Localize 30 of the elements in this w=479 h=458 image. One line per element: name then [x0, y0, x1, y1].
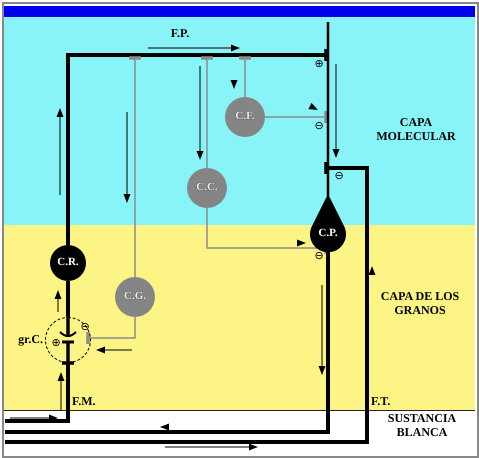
cell-label: C.P.	[317, 227, 339, 239]
synapse-connector	[127, 56, 143, 277]
synapse-connector	[206, 208, 328, 256]
cell-label: C.G.	[123, 290, 147, 302]
synapse-connector	[237, 56, 253, 97]
fiber-label: F.T.	[371, 395, 392, 409]
synapse-connector	[86, 317, 136, 346]
polarity-sign: ⊖	[80, 322, 90, 333]
cell-label: gr.C.	[18, 332, 43, 347]
polarity-sign: ⊕	[314, 59, 324, 70]
nerve-fiber	[66, 281, 70, 317]
layer-label: SUSTANCIA BLANCA	[386, 412, 458, 440]
synapse-connector	[5, 361, 76, 423]
polarity-sign: ⊖	[334, 171, 344, 182]
synapse-connector	[265, 109, 328, 125]
cell-label: C.F.	[234, 110, 256, 122]
cell-label: C.R.	[56, 256, 80, 268]
polarity-sign: ⊖	[314, 251, 324, 262]
cell-label: C.C.	[195, 181, 219, 193]
purkinje-cell-drawing	[310, 22, 346, 252]
fiber-label: F.M.	[72, 395, 97, 409]
polarity-sign: ⊕	[50, 338, 62, 349]
polarity-sign: ⊖	[314, 121, 324, 132]
fiber-label: F.P.	[170, 27, 190, 41]
synapse-connector	[5, 160, 369, 444]
synapse-connector	[199, 56, 215, 168]
layer-label: CAPA MOLECULAR	[375, 116, 457, 144]
nerve-fiber	[5, 252, 330, 434]
layer-label: CAPA DE LOS GRANOS	[380, 290, 460, 318]
synapse-connector	[66, 47, 328, 245]
